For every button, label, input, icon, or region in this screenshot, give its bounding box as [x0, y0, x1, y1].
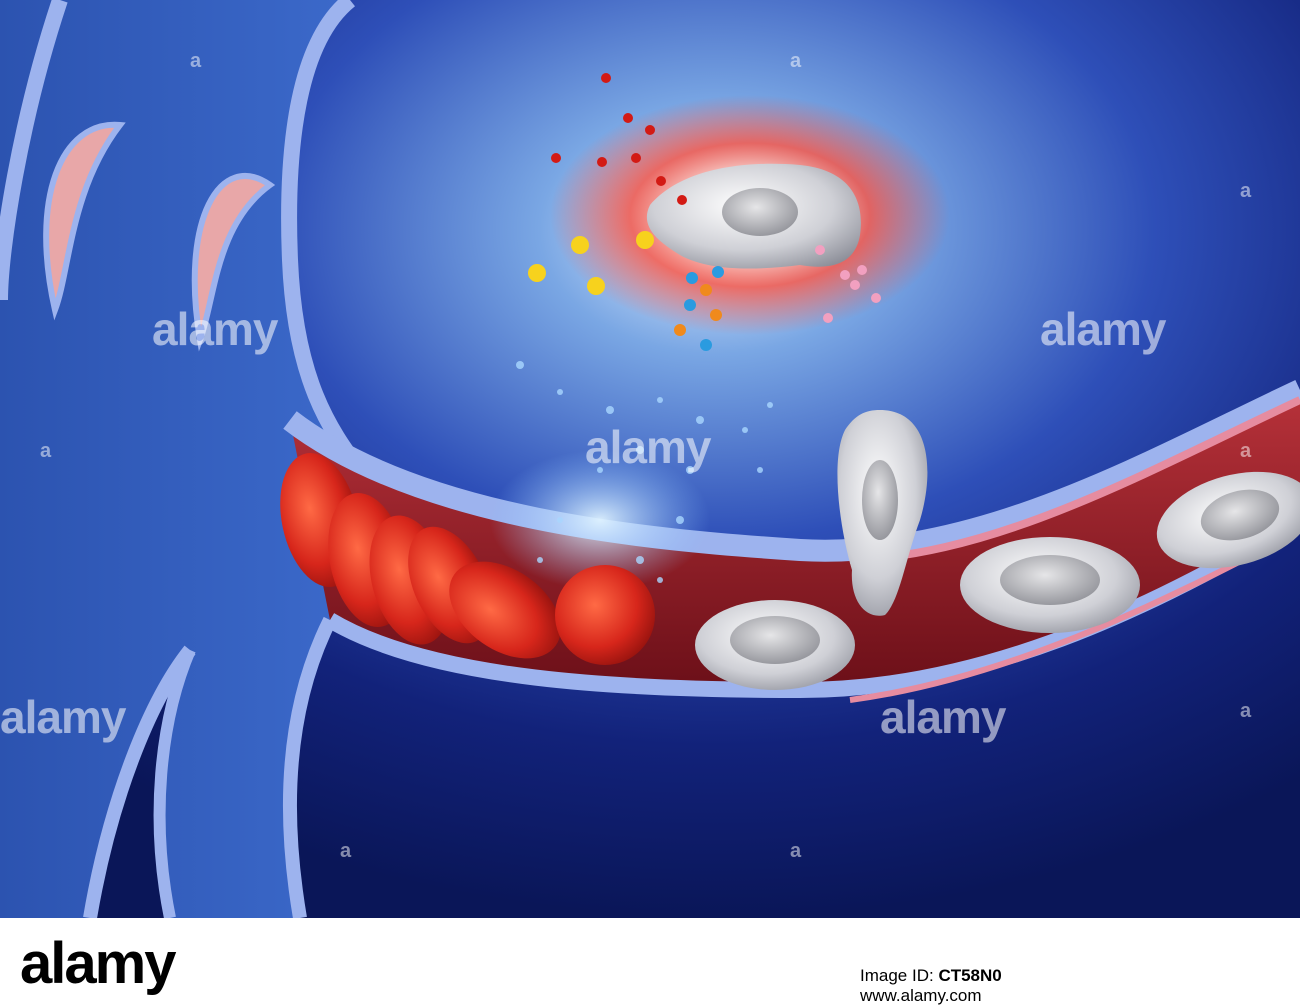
migrating-white-cell — [837, 410, 928, 616]
red-blood-cell — [449, 561, 561, 659]
watermark-letter: a — [40, 440, 52, 462]
watermark-letter: a — [1240, 440, 1252, 462]
watermark-letter: a — [790, 50, 802, 72]
blue-orange-mediators — [674, 266, 724, 351]
white-blood-cell — [695, 600, 855, 690]
watermark-letter: a — [1240, 180, 1252, 202]
watermark-letter: a — [790, 840, 802, 862]
bubbles — [516, 361, 773, 583]
site-url[interactable]: www.alamy.com — [860, 986, 982, 1005]
image-id-value: CT58N0 — [938, 966, 1002, 985]
image-info: Image ID: CT58N0 www.alamy.com — [860, 966, 1002, 1006]
activated-macrophage — [646, 163, 861, 269]
alamy-logo-text: alamy — [20, 931, 176, 996]
watermark-letter: a — [190, 50, 202, 72]
white-blood-cell — [1156, 471, 1300, 569]
inflammation-illustration — [0, 0, 1300, 918]
footer-bar: alamy — [0, 918, 1300, 1008]
pink-mediators — [815, 245, 881, 323]
yellow-mediators — [528, 231, 654, 295]
red-mediators — [551, 73, 687, 205]
vessel-wall-gap — [490, 450, 710, 590]
watermark-letter: a — [1240, 700, 1252, 722]
white-blood-cells — [695, 410, 1300, 690]
red-blood-cell — [555, 565, 655, 665]
watermark-letter: a — [340, 840, 352, 862]
chemical-mediators — [516, 73, 881, 583]
red-blood-cells — [280, 453, 655, 665]
white-blood-cell — [960, 537, 1140, 633]
branching-vessel — [0, 0, 367, 918]
alamy-logo[interactable]: alamy — [20, 930, 176, 997]
image-id-label: Image ID: — [860, 966, 934, 985]
